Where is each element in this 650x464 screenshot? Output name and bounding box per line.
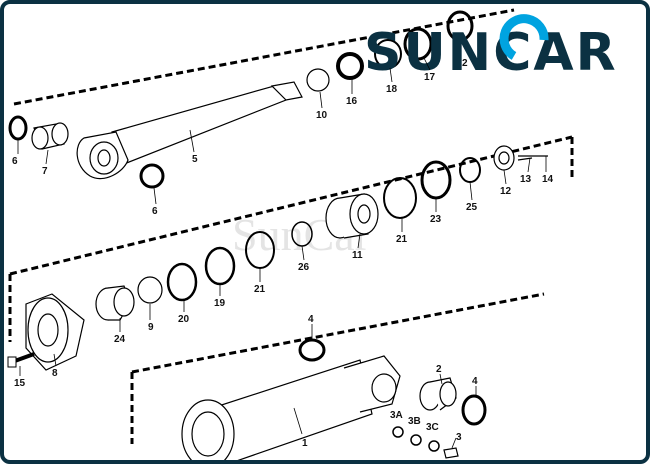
nut-12	[493, 145, 515, 171]
bushing-2	[419, 377, 457, 411]
dashed-panels	[8, 8, 574, 444]
callout-3a: 3A	[390, 410, 403, 421]
cylinder-head-8	[25, 293, 85, 371]
callout-26: 26	[298, 262, 310, 273]
seal-2-top	[446, 10, 474, 42]
seal-17	[403, 27, 433, 61]
callout-11: 11	[352, 250, 363, 261]
callout-24: 24	[114, 334, 126, 345]
ring-10	[306, 68, 330, 92]
grease-nipple-3	[443, 447, 459, 459]
leader-lines	[17, 57, 547, 449]
panel-bottom-top-edge	[131, 292, 545, 374]
callout-4b: 4	[472, 376, 478, 387]
seal-23	[420, 160, 452, 200]
callout-21b: 21	[396, 234, 408, 245]
panel-middle-top-edge	[9, 135, 573, 276]
seal-4b	[461, 394, 487, 426]
piston-11	[325, 193, 379, 239]
callout-2-top: 2	[462, 58, 468, 69]
bushing-24	[95, 285, 135, 321]
seal-21b	[383, 177, 417, 219]
exploded-diagram: SunCar SUNCAR	[7, 8, 618, 460]
middle-parts	[7, 145, 548, 371]
panel-top-edge	[13, 8, 515, 106]
ring-9	[137, 276, 163, 304]
callout-4a: 4	[308, 314, 314, 325]
callout-8: 8	[52, 368, 58, 379]
callout-labels: 6 7 6 5 10 16 18 17 2 14 13 12 25 23 21 …	[12, 58, 554, 449]
callout-9: 9	[148, 322, 154, 333]
seal-16	[336, 52, 364, 80]
callout-18: 18	[386, 84, 398, 95]
logo-accent-arc	[499, 14, 549, 60]
callout-3b: 3B	[408, 416, 421, 427]
callout-15: 15	[14, 378, 26, 389]
piston-rod	[76, 81, 303, 180]
bushing-7	[31, 122, 69, 150]
callout-20: 20	[178, 314, 190, 325]
callout-14: 14	[542, 174, 554, 185]
shim-3c	[428, 440, 440, 452]
callout-21a: 21	[254, 284, 266, 295]
seal-6b	[139, 163, 165, 189]
callout-6b: 6	[152, 206, 158, 217]
seal-6a	[8, 115, 28, 141]
cylinder-tube-1	[181, 355, 401, 460]
callout-16: 16	[346, 96, 358, 107]
callout-13: 13	[520, 174, 532, 185]
callout-7: 7	[42, 166, 48, 177]
seal-19	[204, 246, 236, 286]
logo-text: SUNCAR	[364, 23, 618, 83]
suncar-logo: SUNCAR	[364, 14, 618, 83]
seal-4a	[298, 338, 326, 362]
callout-3c: 3C	[426, 422, 439, 433]
bolt-15	[7, 352, 35, 368]
callout-23: 23	[430, 214, 442, 225]
callout-2: 2	[436, 364, 442, 375]
bottom-parts	[181, 338, 487, 460]
callout-10: 10	[316, 110, 328, 121]
seal-20	[166, 262, 198, 302]
seal-18	[374, 39, 402, 69]
shim-3a	[392, 426, 404, 438]
callout-6a: 6	[12, 156, 18, 167]
callout-25: 25	[466, 202, 478, 213]
callout-5: 5	[192, 154, 198, 165]
callout-1: 1	[302, 438, 308, 449]
callout-17: 17	[424, 72, 436, 83]
callout-19: 19	[214, 298, 226, 309]
top-seals	[8, 10, 474, 189]
callout-3: 3	[456, 432, 462, 443]
callout-12: 12	[500, 186, 512, 197]
shim-3b	[410, 434, 422, 446]
